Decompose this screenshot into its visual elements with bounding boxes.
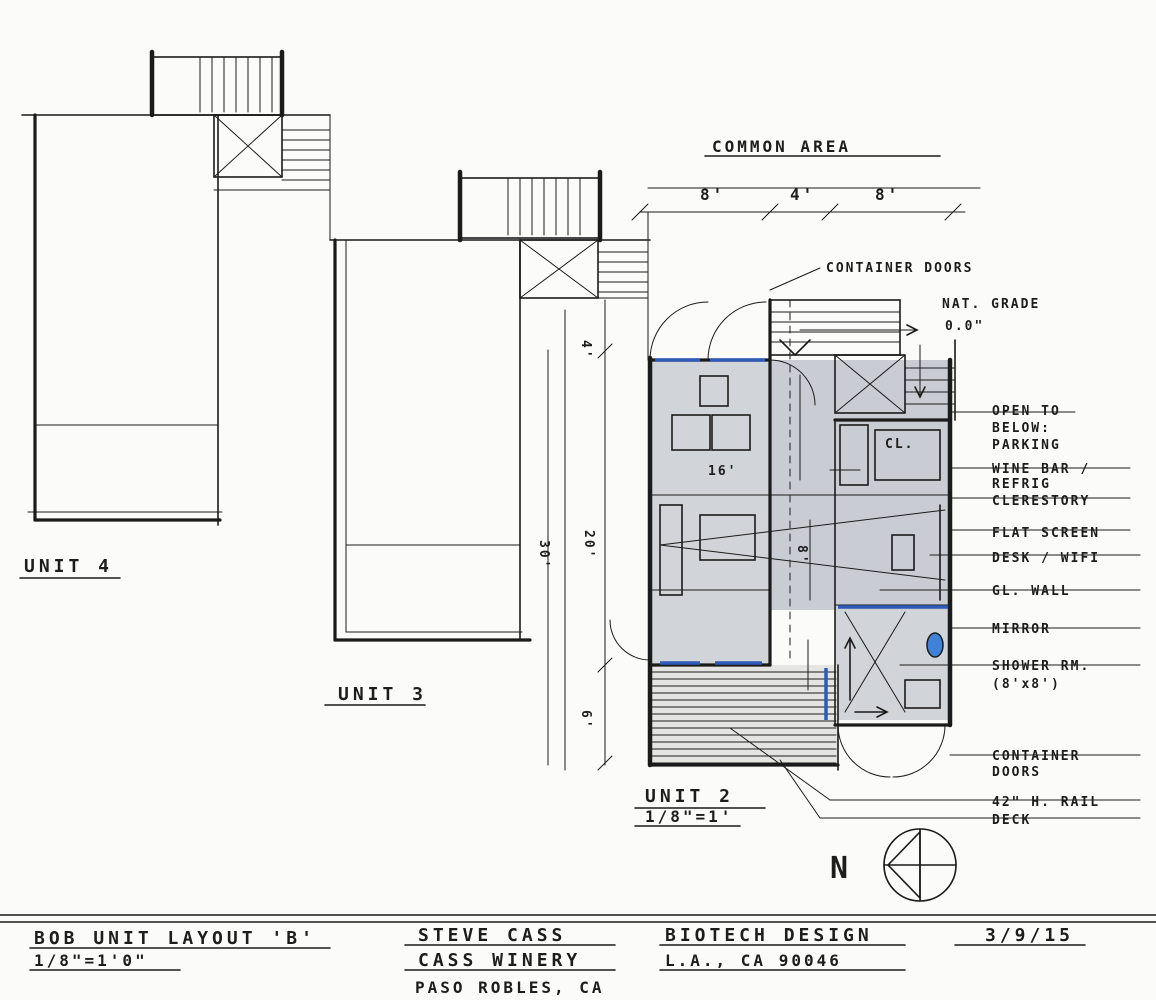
unit-4-label: UNIT 4 bbox=[24, 556, 113, 577]
container-doors-bottom-1: CONTAINER bbox=[992, 749, 1080, 764]
unit-2-plan bbox=[609, 298, 956, 778]
dim-6: 6' bbox=[578, 710, 593, 730]
dim-16: 16' bbox=[708, 464, 737, 479]
title-block-lines bbox=[0, 155, 1156, 971]
dim-4-left: 4' bbox=[578, 340, 593, 360]
wine-bar-2: REFRIG bbox=[992, 477, 1051, 492]
dim-top-1: 8' bbox=[700, 185, 725, 204]
open-to-below-3: PARKING bbox=[992, 438, 1061, 453]
flat-screen-label: FLAT SCREEN bbox=[992, 526, 1100, 541]
nat-grade-value: 0.0" bbox=[945, 319, 984, 334]
unit-3-label: UNIT 3 bbox=[338, 684, 427, 705]
title-client-1: STEVE CASS bbox=[418, 925, 566, 946]
unit-4-outline bbox=[21, 49, 331, 526]
container-doors-bottom-2: DOORS bbox=[992, 765, 1041, 780]
nat-grade-label: NAT. GRADE bbox=[942, 297, 1040, 312]
deck-label: DECK bbox=[992, 813, 1031, 828]
open-to-below-2: BELOW: bbox=[992, 421, 1051, 436]
title-client-2: CASS WINERY bbox=[418, 950, 581, 971]
annotations: COMMON AREA 8' 4' 8' CONTAINER DOORS NAT… bbox=[24, 137, 1100, 997]
container-doors-top-label: CONTAINER DOORS bbox=[826, 261, 973, 276]
title-firm-1: BIOTECH DESIGN bbox=[665, 925, 873, 946]
dim-top-3: 8' bbox=[875, 185, 900, 204]
common-area-label: COMMON AREA bbox=[712, 137, 851, 156]
desk-wifi-label: DESK / WIFI bbox=[992, 551, 1100, 566]
dim-20: 20' bbox=[581, 530, 596, 559]
title-project-2: 1/8"=1'0" bbox=[34, 951, 148, 970]
clerestory-label: CLERESTORY bbox=[992, 494, 1090, 509]
title-date: 3/9/15 bbox=[985, 925, 1074, 946]
unit-2-label: UNIT 2 bbox=[645, 786, 734, 807]
dim-30: 30' bbox=[536, 540, 551, 569]
unit-2-scale: 1/8"=1' bbox=[645, 807, 733, 826]
title-client-3: PASO ROBLES, CA bbox=[415, 978, 605, 997]
open-to-below-1: OPEN TO bbox=[992, 404, 1061, 419]
unit-3-outline bbox=[329, 169, 651, 642]
dim-8-vertical: 8' bbox=[794, 545, 809, 565]
rail-label: 42" H. RAIL bbox=[992, 795, 1100, 810]
wine-bar-1: WINE BAR / bbox=[992, 462, 1090, 477]
north-label: N bbox=[830, 851, 852, 886]
gl-wall-label: GL. WALL bbox=[992, 584, 1071, 599]
title-firm-2: L.A., CA 90046 bbox=[665, 951, 842, 970]
title-project-1: BOB UNIT LAYOUT 'B' bbox=[34, 928, 316, 949]
north-arrow bbox=[883, 828, 957, 902]
mirror-label: MIRROR bbox=[992, 622, 1051, 637]
dimension-lines bbox=[547, 187, 981, 771]
leader-lines bbox=[729, 267, 1141, 819]
closet-label: CL. bbox=[885, 437, 914, 452]
dim-top-2: 4' bbox=[790, 185, 815, 204]
shower-label-2: (8'x8') bbox=[992, 677, 1061, 692]
shower-label-1: SHOWER RM. bbox=[992, 659, 1090, 674]
